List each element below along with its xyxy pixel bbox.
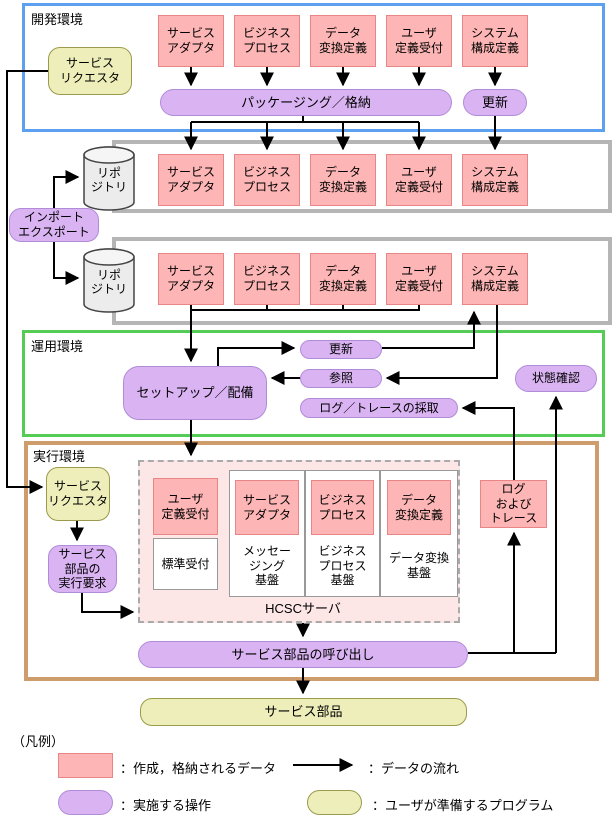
packaging-store: パッケージング／格納 bbox=[160, 89, 452, 116]
repository-cylinder-1 bbox=[83, 146, 135, 211]
dev-business-process: ビジネス プロセス bbox=[234, 15, 300, 67]
ops-update: 更新 bbox=[300, 340, 382, 359]
dev-environment-label: 開発環境 bbox=[31, 12, 84, 27]
exec-service-requester: サービス リクエスタ bbox=[46, 467, 110, 521]
hcsc-messaging-base: メッセー ジング 基盤 bbox=[242, 544, 291, 588]
ops-environment-frame bbox=[22, 330, 605, 437]
repo2-user-def-accept: ユーザ 定義受付 bbox=[386, 253, 452, 305]
hcsc-server-label: HCSCサーバ bbox=[265, 601, 341, 617]
legend-title: （凡例） bbox=[12, 734, 65, 749]
repo2-business-process: ビジネス プロセス bbox=[234, 253, 300, 305]
legend-data-flow-label: ：データの流れ bbox=[368, 761, 460, 776]
dev-system-config-def: システム 構成定義 bbox=[462, 15, 528, 67]
legend-user-program-label: ：ユーザが準備するプログラム bbox=[372, 798, 554, 813]
dev-service-requester: サービス リクエスタ bbox=[48, 47, 132, 95]
hcsc-data-conversion: データ 変換定義 bbox=[387, 480, 451, 535]
repo1-data-conversion-def: データ 変換定義 bbox=[310, 154, 376, 206]
import-export: インポート エクスポート bbox=[9, 208, 99, 242]
exec-service-request: サービス 部品の 実行要求 bbox=[48, 545, 117, 593]
log-and-trace: ログ および トレース bbox=[480, 480, 547, 528]
service-parts: サービス部品 bbox=[140, 698, 467, 726]
dev-user-def-accept: ユーザ 定義受付 bbox=[386, 15, 452, 67]
repo2-system-config-def: システム 構成定義 bbox=[462, 253, 528, 305]
hcsc-service-adapter: サービス アダプタ bbox=[235, 480, 299, 535]
repo1-user-def-accept: ユーザ 定義受付 bbox=[386, 154, 452, 206]
hcsc-business-process: ビジネス プロセス bbox=[311, 480, 374, 535]
dev-environment-frame bbox=[22, 3, 605, 132]
exec-environment-label: 実行環境 bbox=[33, 449, 86, 464]
dev-data-conversion-def: データ 変換定義 bbox=[310, 15, 376, 67]
ops-environment-label: 運用環境 bbox=[31, 339, 84, 354]
dev-update: 更新 bbox=[463, 89, 527, 116]
service-call: サービス部品の呼び出し bbox=[138, 641, 468, 668]
dev-service-adapter: サービス アダプタ bbox=[158, 15, 224, 67]
repository-2-label: リポ ジトリ bbox=[90, 267, 127, 296]
repo1-business-process: ビジネス プロセス bbox=[234, 154, 300, 206]
hcsc-data-conversion-base: データ変換 基盤 bbox=[388, 551, 449, 580]
ops-reference: 参照 bbox=[300, 369, 382, 388]
setup-deploy: セットアップ／配備 bbox=[123, 366, 267, 420]
repository-cylinder-2 bbox=[83, 248, 135, 313]
exec-environment-frame bbox=[24, 441, 599, 681]
repository-1-label: リポ ジトリ bbox=[90, 165, 127, 194]
legend-user-program-swatch bbox=[307, 790, 362, 815]
legend-operation-label: ：実施する操作 bbox=[120, 798, 212, 813]
log-trace-collect: ログ／トレースの採取 bbox=[300, 398, 458, 418]
repo2-data-conversion-def: データ 変換定義 bbox=[310, 253, 376, 305]
legend-created-data-swatch bbox=[58, 753, 113, 778]
hcsc-business-process-base: ビジネス プロセス 基盤 bbox=[318, 544, 367, 588]
repo1-system-config-def: システム 構成定義 bbox=[462, 154, 528, 206]
legend-operation-swatch bbox=[58, 790, 113, 815]
legend-created-data-label: ：作成，格納されるデータ bbox=[120, 761, 277, 776]
hcsc-user-def-accept: ユーザ 定義受付 bbox=[153, 478, 218, 535]
hcsc-standard-accept: 標準受付 bbox=[153, 538, 218, 590]
repo2-service-adapter: サービス アダプタ bbox=[158, 253, 224, 305]
repo1-service-adapter: サービス アダプタ bbox=[158, 154, 224, 206]
status-check: 状態確認 bbox=[515, 365, 597, 392]
